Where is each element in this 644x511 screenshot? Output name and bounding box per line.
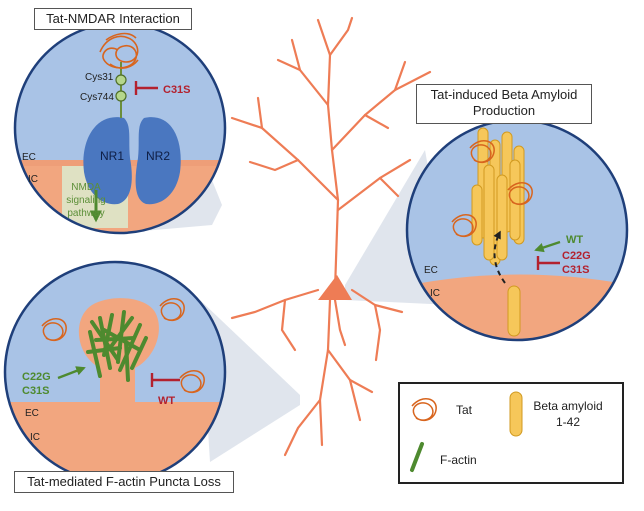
tat-protein	[99, 32, 139, 69]
ec-label: EC	[22, 152, 36, 163]
c22g-label: C22G	[562, 250, 591, 262]
nr1-subunit	[83, 117, 132, 205]
legend-svg: Tat Beta amyloid 1-42 F-actin	[410, 391, 603, 472]
legend-beta-amyloid-label-2: 1-42	[556, 415, 580, 429]
cys744-label: Cys744	[80, 92, 114, 103]
c31s-inhibitor	[134, 81, 158, 95]
wt-inhibitor	[150, 373, 180, 387]
amyloid-monomer	[507, 285, 521, 337]
panel-nmdar: Cys31 Cys744 C31S NR1 NR2 EC IC NMDA sig…	[13, 21, 227, 235]
c31s-label: C31S	[22, 385, 50, 397]
mutant-inhibitor	[536, 256, 560, 270]
title-factin: Tat-mediated F-actin Puncta Loss	[14, 471, 234, 493]
tat-protein	[41, 298, 205, 394]
c22g-label: C22G	[22, 371, 51, 383]
production-arrow	[493, 230, 506, 284]
neuron-soma	[318, 275, 352, 300]
ic-label: IC	[30, 432, 40, 443]
cys744-residue	[115, 90, 127, 102]
actin-filaments	[86, 310, 148, 382]
title-tat-nmdar-text: Tat-NMDAR Interaction	[46, 11, 180, 26]
legend: Tat Beta amyloid 1-42 F-actin	[398, 382, 624, 484]
title-beta-amyloid: Tat-induced Beta Amyloid Production	[416, 84, 592, 124]
ic-label: IC	[28, 174, 38, 185]
legend-beta-amyloid-icon	[509, 391, 523, 437]
tat-protein	[451, 140, 533, 238]
c31s-label: C31S	[562, 264, 590, 276]
wt-arrow	[534, 240, 561, 253]
nr2-subunit	[135, 117, 181, 205]
title-beta-amyloid-line2: Production	[472, 103, 536, 118]
panel-factin: C22G C31S WT EC IC	[3, 260, 227, 484]
legend-factin-label: F-actin	[440, 453, 477, 467]
zoom-cone-factin	[200, 300, 300, 462]
pathway-label-3: pathway	[67, 208, 104, 219]
cys31-label: Cys31	[85, 72, 114, 83]
nr1-label: NR1	[100, 149, 124, 163]
legend-beta-amyloid-label-1: Beta amyloid	[533, 399, 602, 413]
title-factin-text: Tat-mediated F-actin Puncta Loss	[27, 474, 221, 489]
legend-factin-icon	[410, 442, 424, 472]
pathway-label-2: signaling	[66, 195, 105, 206]
legend-tat-icon	[411, 398, 437, 422]
wt-label: WT	[566, 234, 583, 246]
panel-amyloid: WT C22G C31S EC IC	[405, 118, 629, 342]
neuron	[230, 16, 432, 457]
title-beta-amyloid-line1: Tat-induced Beta Amyloid	[430, 87, 578, 102]
ec-label: EC	[424, 265, 438, 276]
ec-label: EC	[25, 408, 39, 419]
pathway-label-1: NMDA	[71, 182, 101, 193]
cys31-residue	[115, 74, 127, 86]
wt-label: WT	[158, 395, 175, 407]
legend-tat-label: Tat	[456, 403, 473, 417]
c31s-mutation-label: C31S	[163, 84, 191, 96]
ic-label: IC	[430, 288, 440, 299]
mutant-arrow	[57, 366, 86, 380]
nr2-label: NR2	[146, 149, 170, 163]
title-tat-nmdar: Tat-NMDAR Interaction	[34, 8, 192, 30]
